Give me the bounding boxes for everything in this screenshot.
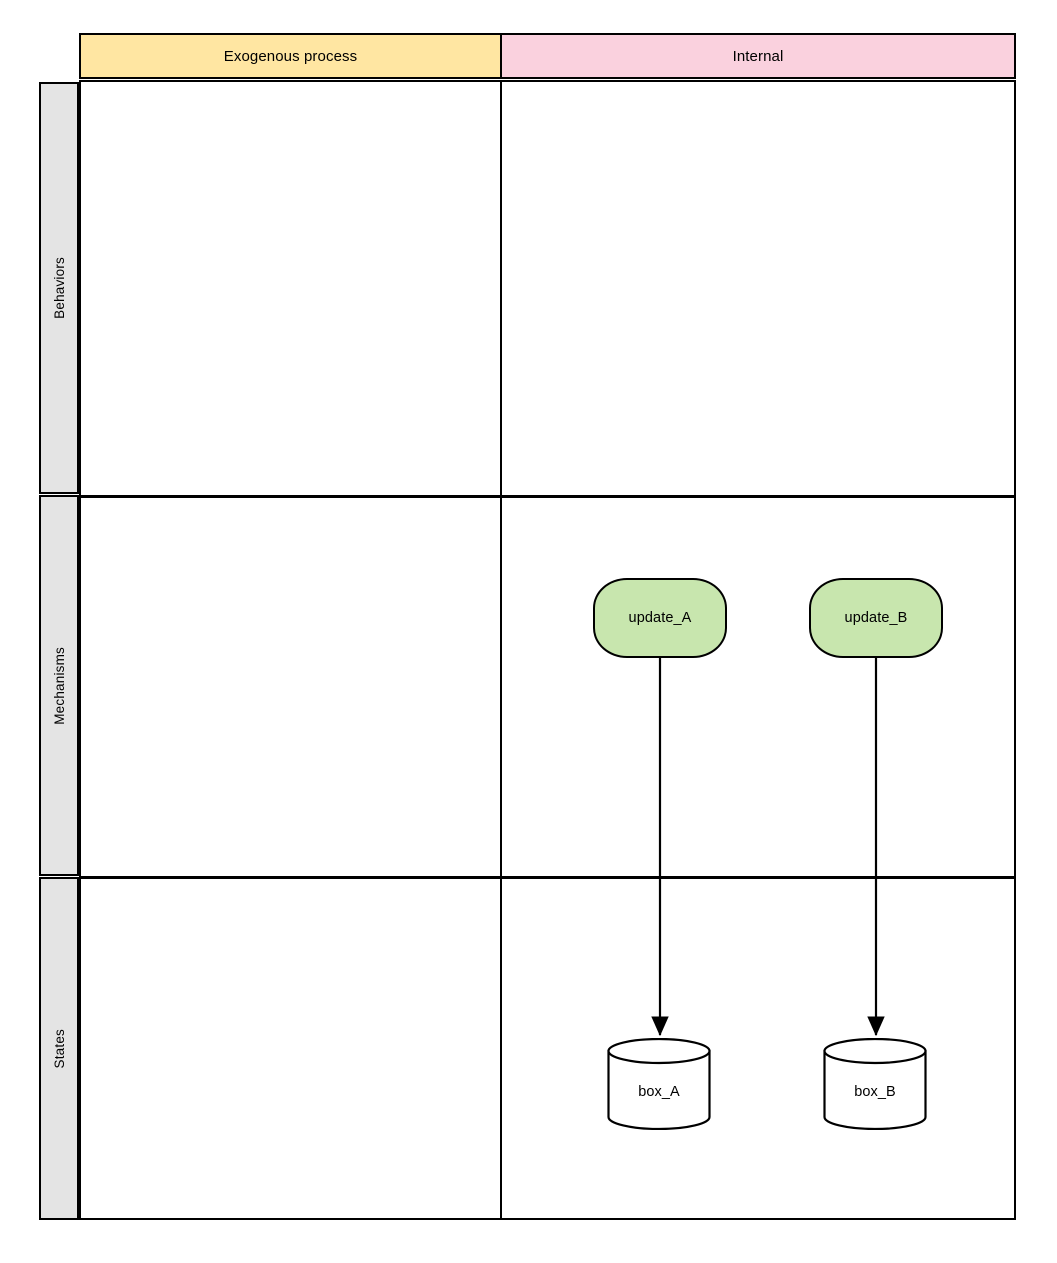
column-header-internal: Internal — [500, 33, 1016, 79]
column-divider-exogenous-internal — [500, 82, 502, 1218]
column-header-exogenous-process-label: Exogenous process — [223, 47, 358, 65]
node-update-a-label: update_A — [628, 610, 692, 626]
row-label-mechanisms-text: Mechanisms — [51, 646, 67, 725]
row-label-mechanisms: Mechanisms — [39, 495, 79, 876]
node-box-a-label: box_A — [638, 1084, 680, 1100]
node-update-a[interactable]: update_A — [593, 578, 727, 658]
node-box-a-label-wrap: box_A — [607, 1038, 711, 1130]
node-box-a[interactable]: box_A — [607, 1038, 711, 1130]
node-box-b[interactable]: box_B — [823, 1038, 927, 1130]
node-box-b-label-wrap: box_B — [823, 1038, 927, 1130]
cylinder-icon — [823, 1038, 927, 1130]
node-box-b-label: box_B — [854, 1084, 896, 1100]
row-label-behaviors: Behaviors — [39, 82, 79, 494]
row-label-states: States — [39, 877, 79, 1220]
node-update-b[interactable]: update_B — [809, 578, 943, 658]
row-label-behaviors-text: Behaviors — [51, 257, 67, 319]
row-divider-mechanisms-states — [81, 876, 1014, 879]
node-update-b-label: update_B — [844, 610, 908, 626]
column-header-exogenous-process: Exogenous process — [79, 33, 502, 79]
row-divider-behaviors-mechanisms — [81, 495, 1014, 498]
column-header-internal-label: Internal — [732, 47, 784, 65]
row-label-states-text: States — [51, 1028, 67, 1069]
cylinder-icon — [607, 1038, 711, 1130]
